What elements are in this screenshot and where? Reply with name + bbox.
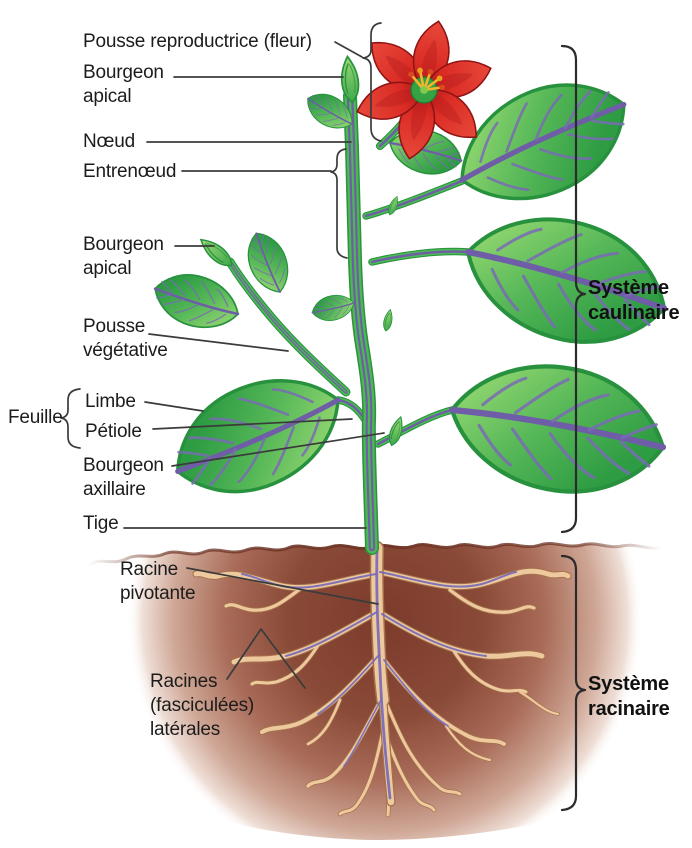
leaf-mid-sprout	[308, 290, 358, 326]
leader-racine-pivotante	[186, 567, 379, 605]
leaf-lower-right	[441, 350, 673, 508]
label-petiole: Pétiole	[85, 421, 142, 442]
label-pousse-vegetative: Pousse végétative	[83, 316, 168, 361]
label-racine-pivotante: Racine pivotante	[120, 559, 196, 604]
leader-pousse-reproductrice	[334, 41, 363, 58]
apical-bud-branch	[195, 233, 237, 272]
label-tige: Tige	[83, 513, 119, 534]
brace-internode	[330, 148, 348, 259]
apical-bud-top	[338, 54, 362, 105]
label-noeud: Nœud	[83, 131, 135, 152]
vegetative-shoot-branch	[225, 257, 351, 397]
bracket-systeme-caulinaire	[560, 44, 587, 534]
label-feuille: Feuille	[8, 407, 63, 428]
flower	[351, 16, 497, 164]
brace-reproductive-shoot	[362, 22, 382, 142]
small-stem-bud-1	[381, 308, 395, 333]
label-pousse-reproductrice: Pousse reproductrice (fleur)	[83, 31, 312, 52]
leader-racines-laterales	[226, 628, 306, 689]
root-system	[192, 541, 572, 818]
main-stem	[343, 89, 379, 555]
label-systeme-caulinaire: Système caulinaire	[588, 277, 680, 324]
brace-feuille	[60, 388, 81, 449]
system-brackets	[560, 44, 587, 812]
leader-bourgeon-axillaire	[171, 432, 385, 467]
label-bourgeon-apical-haut: Bourgeon apical	[83, 62, 164, 107]
flower-center	[408, 67, 446, 104]
label-entrenoeud: Entrenœud	[83, 161, 177, 182]
taproot	[369, 541, 396, 807]
leader-pousse-vegetative	[148, 333, 289, 352]
leader-lines	[60, 22, 385, 689]
label-limbe: Limbe	[85, 391, 136, 412]
shoot-system	[146, 16, 680, 555]
leader-petiole	[152, 418, 353, 430]
label-systeme-racinaire: Système racinaire	[588, 673, 670, 720]
bracket-systeme-racinaire	[560, 554, 587, 812]
label-bourgeon-axillaire: Bourgeon axillaire	[83, 455, 164, 500]
label-racines-laterales: Racines (fasciculées) latérales	[150, 671, 255, 740]
leader-limbe	[144, 401, 204, 412]
label-bourgeon-apical-lateral: Bourgeon apical	[83, 234, 164, 279]
